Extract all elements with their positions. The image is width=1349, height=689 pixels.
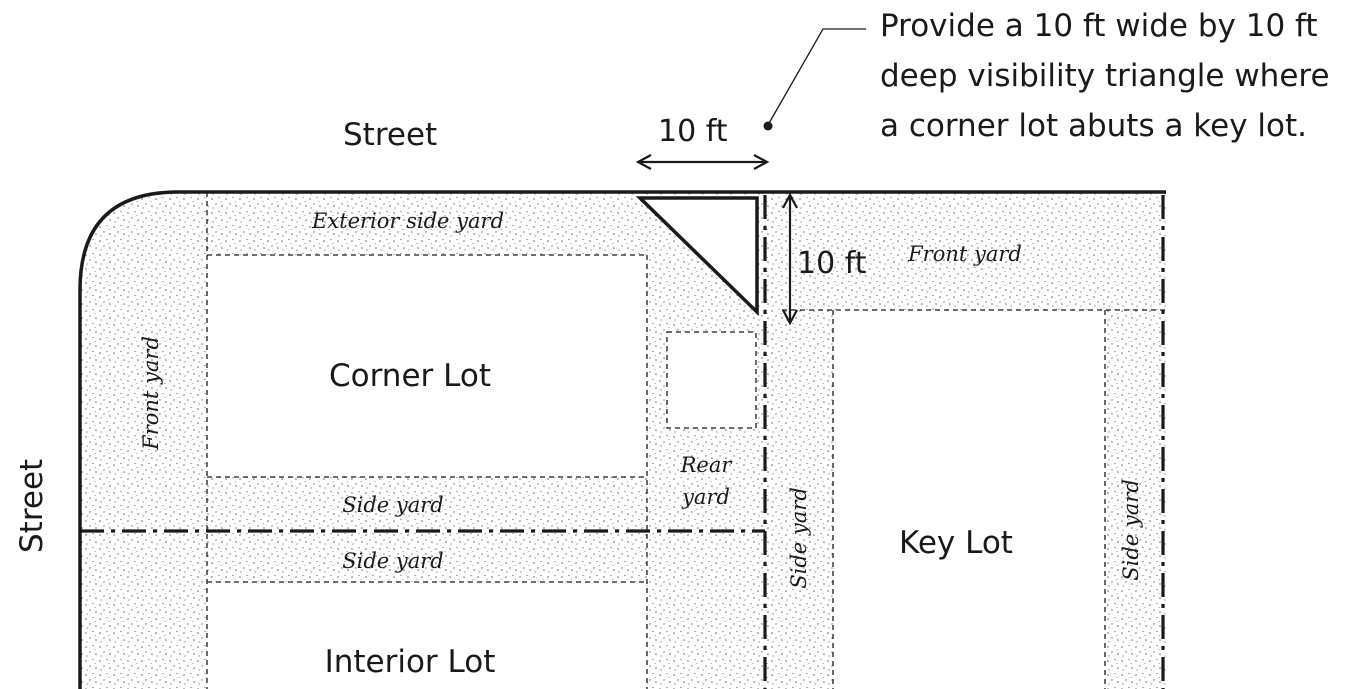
exterior-side-yard-label: Exterior side yard bbox=[311, 209, 504, 233]
side-yard-label-key-right: Side yard bbox=[1119, 479, 1143, 581]
rear-yard-label-line1: Rear bbox=[680, 453, 734, 477]
interior-lot-buildable bbox=[207, 582, 647, 689]
interior-lot-label: Interior Lot bbox=[325, 644, 496, 680]
street-label-left: Street bbox=[14, 459, 50, 553]
corner-lot-label: Corner Lot bbox=[329, 358, 491, 394]
annotation-line-3: a corner lot abuts a key lot. bbox=[880, 108, 1307, 144]
street-label-top: Street bbox=[343, 117, 437, 153]
key-lot-buildable bbox=[833, 310, 1105, 689]
annotation-line-1: Provide a 10 ft wide by 10 ft bbox=[880, 8, 1318, 44]
front-yard-label-key: Front yard bbox=[907, 242, 1022, 266]
annotation-leader bbox=[763, 28, 866, 131]
buildable-areas bbox=[207, 255, 1105, 689]
annotation-line-2: deep visibility triangle where bbox=[880, 58, 1330, 94]
side-yard-label-corner: Side yard bbox=[342, 493, 444, 517]
street-property-line bbox=[78, 190, 1166, 689]
corner-lot-buildable bbox=[207, 255, 647, 477]
side-yard-label-key-left: Side yard bbox=[787, 487, 811, 589]
lot-lines bbox=[80, 195, 1165, 689]
accessory-structure bbox=[666, 331, 757, 429]
key-lot-label: Key Lot bbox=[899, 525, 1013, 561]
dimension-label-horizontal: 10 ft bbox=[658, 114, 728, 149]
dimension-label-vertical: 10 ft bbox=[797, 246, 867, 281]
side-yard-label-interior: Side yard bbox=[342, 549, 444, 573]
visibility-triangle bbox=[635, 196, 759, 317]
vertical-dimension-arrow bbox=[782, 192, 798, 326]
setback-lines bbox=[206, 192, 1166, 689]
horizontal-dimension-arrow bbox=[635, 154, 770, 170]
front-yard-label-left: Front yard bbox=[139, 336, 163, 451]
rear-yard-label-line2: yard bbox=[681, 485, 730, 509]
